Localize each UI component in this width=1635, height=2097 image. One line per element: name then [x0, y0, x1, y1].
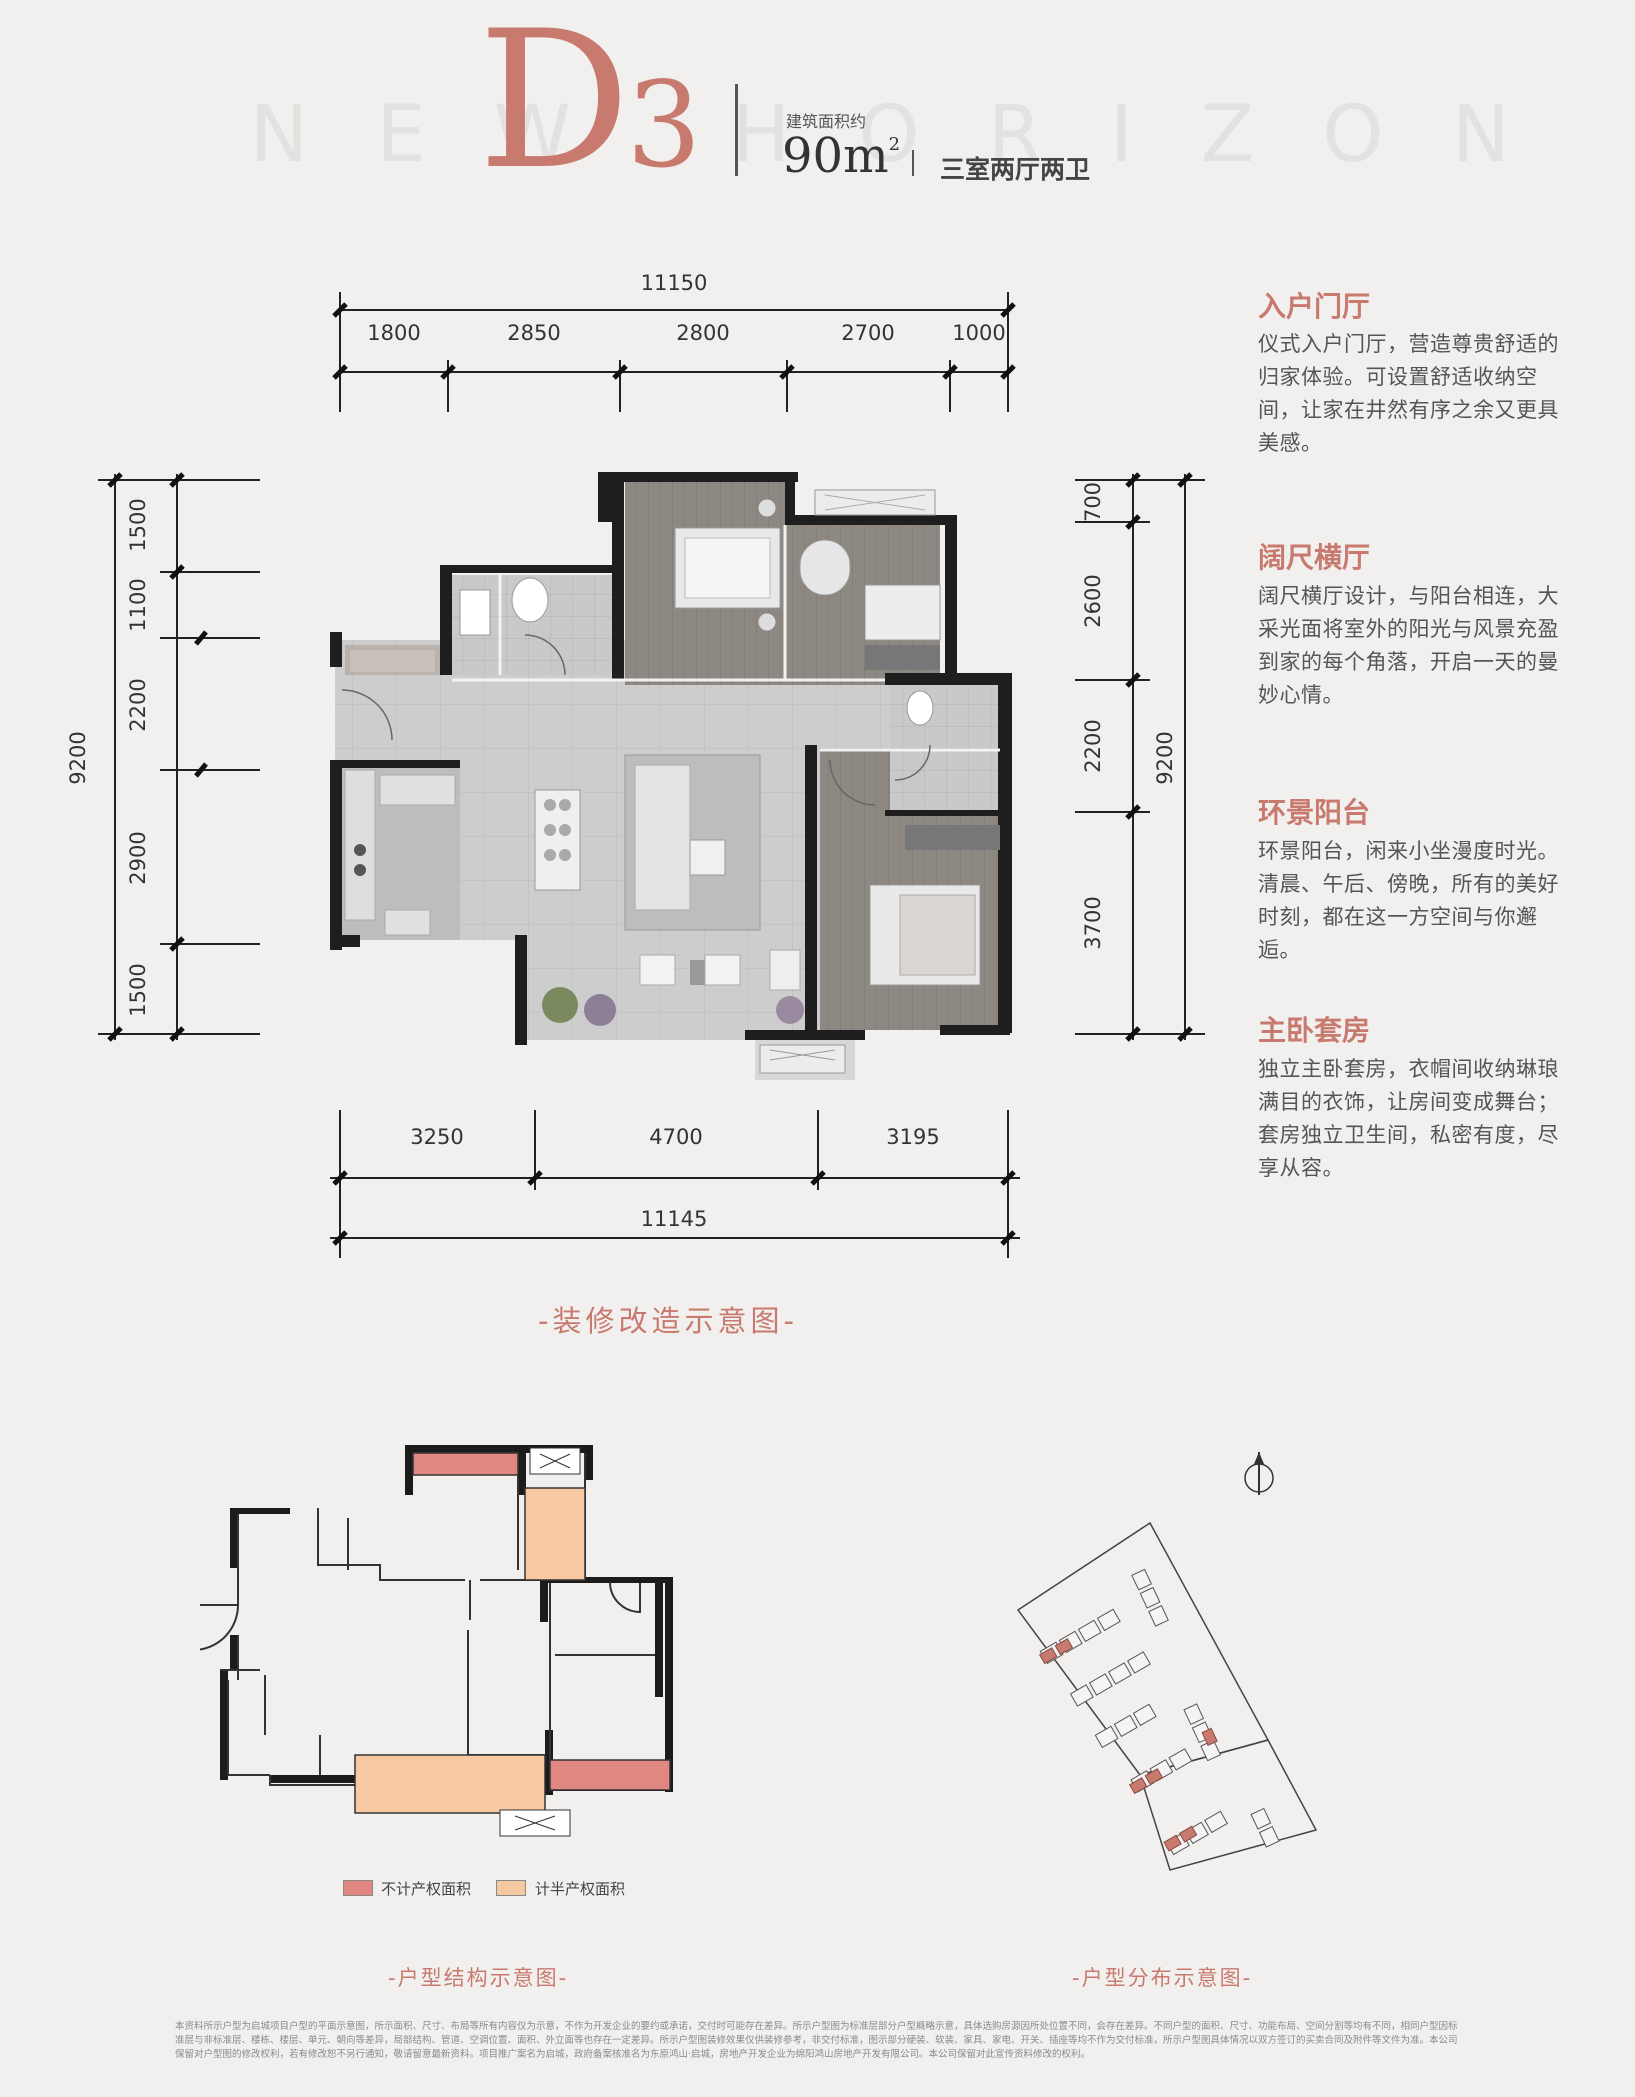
feature-title-balcony: 环景阳台 — [1258, 796, 1371, 829]
excluded-area-bottom — [549, 1759, 671, 1791]
area-unit-sup: 2 — [888, 134, 901, 155]
left-dim-ticks — [107, 472, 208, 1042]
header-divider — [735, 84, 738, 176]
bottom-dimension-lines — [330, 1110, 1020, 1258]
feature-body-living: 阔尺横厅设计，与阳台相连，大采光面将室外的阳光与风景充盈到家的每个角落，开启一天… — [1258, 584, 1559, 707]
area-value: 90m2 — [782, 128, 900, 184]
watermark-text: NEW HORIZON — [250, 90, 1578, 180]
dim-left-3: 2200 — [126, 678, 150, 731]
area-number: 90m — [782, 128, 889, 184]
disclaimer-text: 本资料所示户型为启城项目户型的平面示意图，所示面积、尺寸、布局等所有内容仅为示意… — [175, 2021, 1458, 2060]
dim-bottom-1: 3250 — [410, 1125, 463, 1149]
dim-right-4: 3700 — [1081, 896, 1105, 949]
dim-left-1: 1500 — [126, 498, 150, 551]
dim-right-2: 2600 — [1081, 574, 1105, 627]
dim-top-2: 2850 — [507, 321, 560, 345]
legend-swatch-excluded — [343, 1880, 373, 1896]
left-dimension-lines — [98, 474, 260, 1040]
dim-left-total: 9200 — [66, 731, 90, 784]
unit-number: 3 — [626, 56, 702, 194]
dim-left-4: 2900 — [126, 831, 150, 884]
legend-label-excluded: 不计产权面积 — [381, 1880, 472, 1898]
caption-renovation: -装修改造示意图- — [538, 1304, 798, 1338]
top-dim-ticks — [332, 302, 1016, 380]
legend-label-half: 计半产权面积 — [535, 1880, 626, 1898]
dim-bottom-total: 11145 — [641, 1207, 708, 1231]
room-count: 三室两厅两卫 — [940, 155, 1091, 184]
feature-body-entrance: 仪式入户门厅，营造尊贵舒适的归家体验。可设置舒适收纳空间，让家在井然有序之余又更… — [1258, 332, 1559, 455]
dim-top-4: 2700 — [841, 321, 894, 345]
unit-letter: D — [478, 0, 631, 211]
dim-top-5: 1000 — [952, 321, 1005, 345]
dim-left-2: 1100 — [126, 578, 150, 631]
feature-title-master: 主卧套房 — [1258, 1014, 1371, 1047]
caption-distribution: -户型分布示意图- — [1072, 1966, 1253, 1990]
dim-top-total: 11150 — [641, 271, 708, 295]
site-distribution-map — [1016, 1452, 1318, 1871]
dim-bottom-3: 3195 — [886, 1125, 939, 1149]
right-dim-ticks — [1125, 472, 1193, 1042]
area-label: 建筑面积约 — [786, 112, 867, 131]
north-arrow-icon — [1244, 1452, 1274, 1495]
walls — [330, 472, 1012, 1045]
top-dimension-lines — [338, 292, 1010, 412]
feature-title-entrance: 入户门厅 — [1258, 290, 1371, 323]
dim-top-3: 2800 — [676, 321, 729, 345]
feature-body-master: 独立主卧套房，衣帽间收纳琳琅满目的衣饰，让房间变成舞台；套房独立卫生间，私密有度… — [1258, 1057, 1559, 1180]
half-area-balcony — [354, 1754, 546, 1814]
caption-structure: -户型结构示意图- — [388, 1966, 569, 1990]
feature-title-living: 阔尺横厅 — [1258, 541, 1371, 574]
structure-diagram — [200, 1445, 673, 1837]
bottom-dim-ticks — [332, 1170, 1016, 1246]
feature-body-balcony: 环景阳台，闲来小坐漫度时光。清晨、午后、傍晚，所有的美好时刻，都在这一方空间与你… — [1258, 839, 1559, 962]
half-area-top — [524, 1487, 586, 1581]
partition-lines — [452, 525, 1000, 752]
dim-right-3: 2200 — [1081, 719, 1105, 772]
excluded-area-top — [412, 1452, 519, 1476]
dim-left-5: 1500 — [126, 963, 150, 1016]
dim-bottom-2: 4700 — [649, 1125, 702, 1149]
dim-right-total: 9200 — [1153, 731, 1177, 784]
header-divider-small — [912, 150, 914, 176]
floor-plan-diagram: 11150 1800 2850 2800 2700 1000 1500 1100… — [66, 271, 1205, 1258]
legend-swatch-half — [496, 1880, 526, 1896]
unit-type-title: D3 — [478, 6, 701, 196]
furniture — [344, 489, 1000, 1074]
dim-top-1: 1800 — [367, 321, 420, 345]
door-swings — [341, 634, 931, 806]
dim-right-1: 700 — [1081, 482, 1105, 522]
